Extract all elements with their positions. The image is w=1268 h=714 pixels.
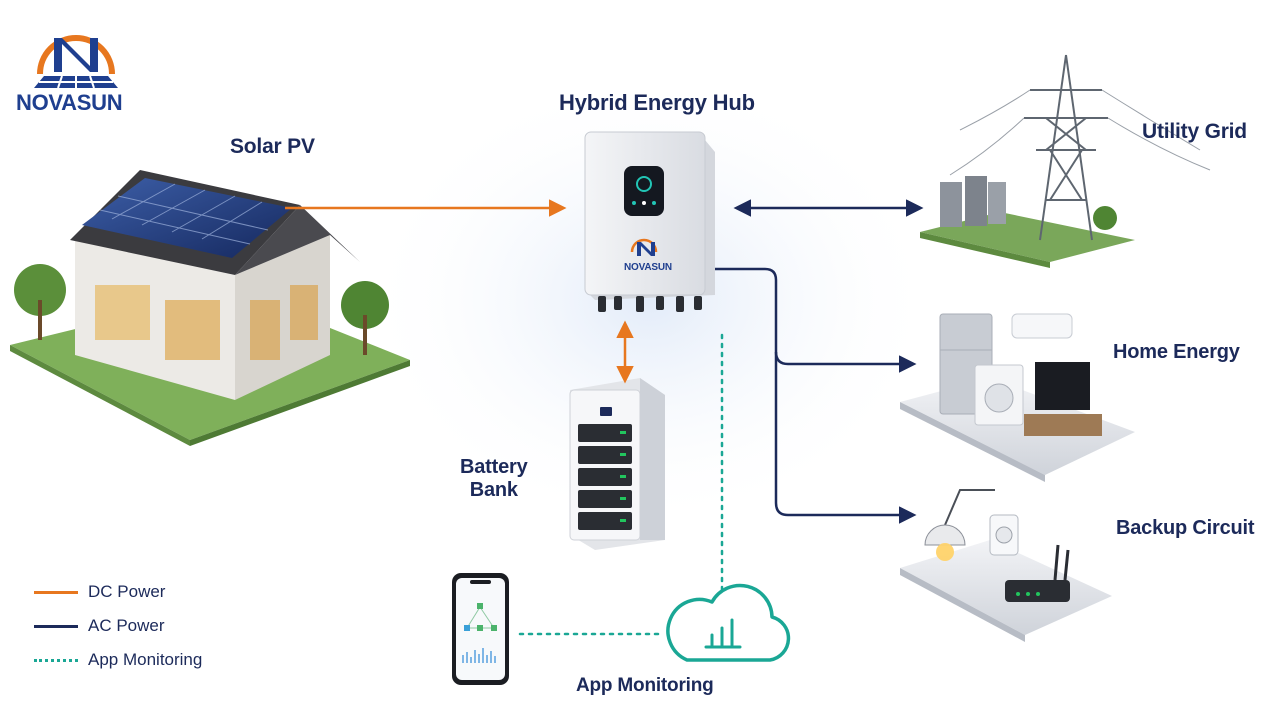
legend-item-dc: DC Power <box>34 575 202 609</box>
smartphone-app-icon <box>452 573 509 685</box>
legend-swatch-ac <box>34 624 78 628</box>
transmission-tower-icon <box>920 54 1211 268</box>
hub-label: Hybrid Energy Hub <box>559 90 755 115</box>
house-with-solar-roof-icon <box>10 170 410 446</box>
battery-cabinet-icon <box>569 378 665 550</box>
battery-label-line1: Battery <box>460 456 528 478</box>
legend-item-ac: AC Power <box>34 609 202 643</box>
brand-logo-text: NOVASUN <box>16 90 123 115</box>
lamp-socket-router-icon <box>900 489 1112 642</box>
sun-solar-panel-logo-icon <box>34 35 118 89</box>
legend-swatch-app <box>34 658 78 662</box>
inverter-brand-text: NOVASUN <box>624 262 672 273</box>
legend: DC Power AC Power App Monitoring <box>34 575 202 677</box>
hub-backup-ac-line <box>774 352 917 524</box>
connection-lines <box>285 199 924 636</box>
app-monitoring-label: App Monitoring <box>576 675 714 696</box>
home-appliances-icon <box>900 313 1135 482</box>
home-label: Home Energy <box>1113 341 1240 363</box>
solar-label: Solar PV <box>230 135 315 158</box>
legend-item-app: App Monitoring <box>34 643 202 677</box>
hub-home-ac-line <box>715 267 917 373</box>
grid-label: Utility Grid <box>1142 120 1247 143</box>
backup-label: Backup Circuit <box>1116 517 1255 539</box>
cloud-chart-icon <box>666 583 791 662</box>
legend-swatch-dc <box>34 590 78 594</box>
battery-label: Battery Bank <box>460 456 528 502</box>
battery-label-line2: Bank <box>469 479 518 501</box>
legend-label-app: App Monitoring <box>88 650 203 669</box>
inverter-icon <box>584 131 715 312</box>
legend-label-ac: AC Power <box>88 616 165 635</box>
hub-glow <box>360 70 940 530</box>
legend-label-dc: DC Power <box>88 582 166 601</box>
